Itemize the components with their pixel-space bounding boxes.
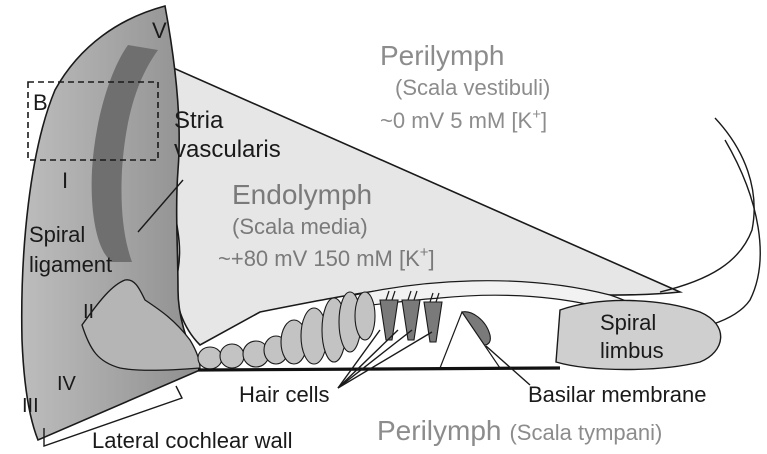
label-spiral-limbus-line2: limbus <box>600 338 664 363</box>
perilymph-vestibuli-title: Perilymph <box>380 40 504 71</box>
tectorial-outline <box>660 118 754 292</box>
label-stria-line1: Stria <box>174 107 224 134</box>
endolymph-subtitle: (Scala media) <box>232 214 368 239</box>
perilymph-vestibuli-values: ~0 mV 5 mM [K+] <box>380 106 547 133</box>
label-region-b: B <box>33 90 48 115</box>
label-region-i: I <box>62 168 68 193</box>
endolymph-title: Endolymph <box>232 179 372 210</box>
perilymph-vestibuli-subtitle: (Scala vestibuli) <box>395 75 550 100</box>
label-region-v: V <box>152 18 167 43</box>
label-basilar-membrane: Basilar membrane <box>528 382 707 407</box>
label-lateral-cochlear-wall: Lateral cochlear wall <box>92 428 293 453</box>
perilymph-tympani: Perilymph(Scala tympani) <box>377 415 662 446</box>
label-spiral-ligament-line2: ligament <box>29 252 112 277</box>
label-stria-line2: vascularis <box>174 136 281 163</box>
basilar-membrane-line <box>198 368 560 370</box>
label-spiral-ligament-line1: Spiral <box>29 222 85 247</box>
label-region-ii: II <box>83 301 94 323</box>
endolymph-values: ~+80 mV 150 mM [K+] <box>218 244 435 271</box>
label-hair-cells: Hair cells <box>239 382 329 407</box>
label-region-iii: III <box>22 395 39 417</box>
label-region-iv: IV <box>57 373 77 395</box>
label-spiral-limbus-line1: Spiral <box>600 310 656 335</box>
